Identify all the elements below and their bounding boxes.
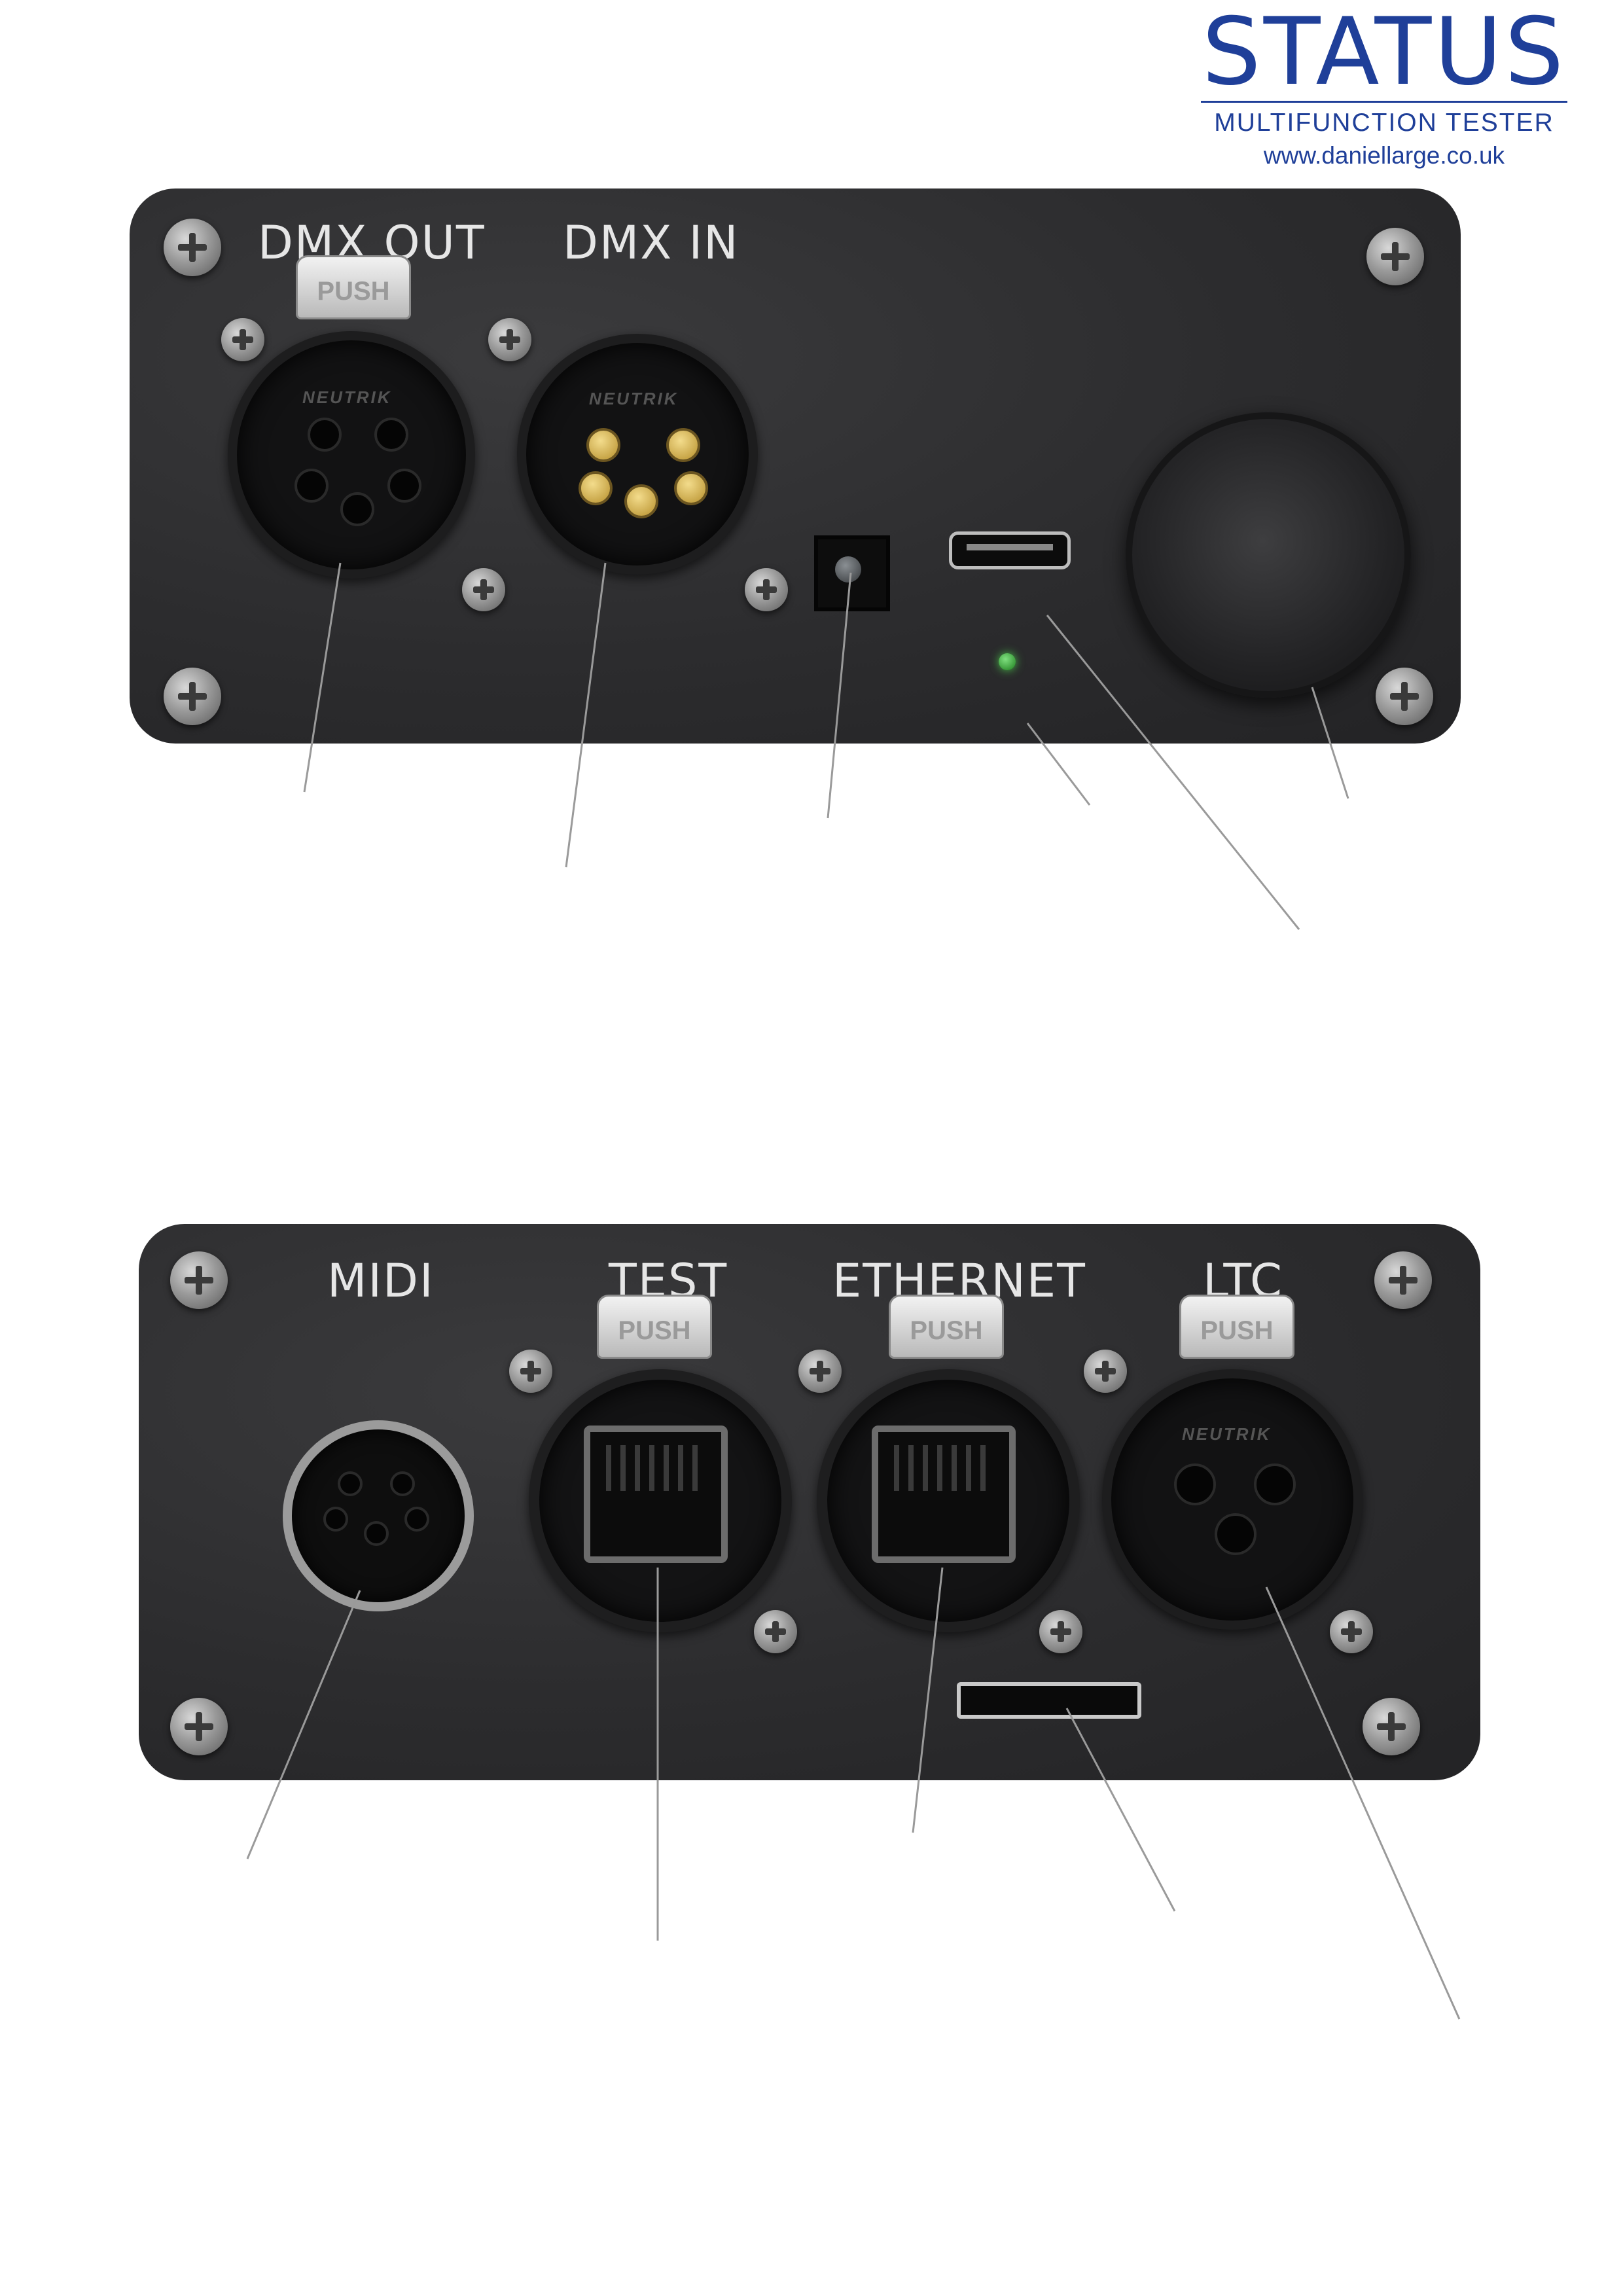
leader-line-usb [1046,615,1300,930]
screw-icon [1363,1698,1420,1755]
pin-hole [364,1521,389,1546]
top-panel-photo: DMX OUT DMX IN NEUTRIK PUSH NEUTRIK [130,188,1461,744]
leader-line-led [1026,723,1091,806]
pin-hole [323,1507,348,1532]
screw-icon [1330,1610,1373,1653]
screw-icon [798,1350,842,1393]
rotary-knob[interactable] [1126,412,1411,698]
brand-url: www.daniellarge.co.uk [1263,142,1505,169]
screw-icon [754,1610,797,1653]
sd-card-slot[interactable] [957,1682,1141,1719]
pin [666,428,700,462]
leader-line-sd [1065,1708,1176,1912]
pin-hole [1254,1463,1296,1505]
screw-icon [509,1350,552,1393]
latch-push[interactable]: PUSH [889,1295,1004,1359]
label-midi: MIDI [327,1254,435,1308]
brand-divider [1201,101,1567,103]
screw-icon [1374,1251,1432,1309]
pin-hole [387,469,421,503]
rj45-jack[interactable] [584,1426,728,1563]
screw-icon [164,668,221,725]
screw-icon [164,219,221,276]
pin-hole [338,1471,363,1496]
ir-sensor [814,535,890,611]
latch-push[interactable]: PUSH [1179,1295,1294,1359]
screw-icon [1039,1610,1082,1653]
leader-line-midi [246,1590,361,1859]
brand-title: STATUS [1202,0,1567,106]
pin-hole [404,1507,429,1532]
screw-icon [462,568,505,611]
screw-icon [221,318,264,361]
screw-icon [488,318,531,361]
screw-icon [170,1698,228,1755]
label-dmx-in: DMX IN [563,216,740,270]
pin [586,428,620,462]
leader-line-dmx-out [303,562,342,793]
status-led [999,653,1016,670]
latch-push[interactable]: PUSH [296,255,411,319]
pin-hole [374,418,408,452]
pin [674,471,708,505]
pin-hole [340,492,374,526]
dmx-in-connector: NEUTRIK [517,334,758,575]
brand-subtitle: MULTIFUNCTION TESTER [1214,109,1554,137]
leader-line-dmx-in [565,562,607,868]
screw-icon [1084,1350,1127,1393]
pin-hole [1215,1513,1257,1555]
screw-icon [745,568,788,611]
latch-push[interactable]: PUSH [597,1295,712,1359]
bottom-panel-photo: MIDI TEST ETHERNET LTC PUSH PUSH NEUTRIK… [139,1224,1480,1780]
brand-block: STATUS MULTIFUNCTION TESTER www.daniella… [1201,0,1567,172]
leader-line-knob [1311,687,1349,799]
leader-line-ltc [1265,1587,1461,2020]
connector-brand: NEUTRIK [302,387,392,407]
leader-line-ethernet [912,1567,944,1833]
connector-brand: NEUTRIK [589,389,679,408]
leader-line-ir-sensor [827,572,852,819]
screw-icon [170,1251,228,1309]
pin-hole [1174,1463,1216,1505]
pin [624,484,658,518]
pin-hole [308,418,342,452]
micro-usb-port[interactable] [949,531,1071,569]
connector-brand: NEUTRIK [1182,1424,1272,1444]
pin-hole [390,1471,415,1496]
screw-icon [1366,228,1424,285]
rj45-jack[interactable] [872,1426,1016,1563]
screw-icon [1376,668,1433,725]
pin [579,471,613,505]
pin-hole [294,469,329,503]
